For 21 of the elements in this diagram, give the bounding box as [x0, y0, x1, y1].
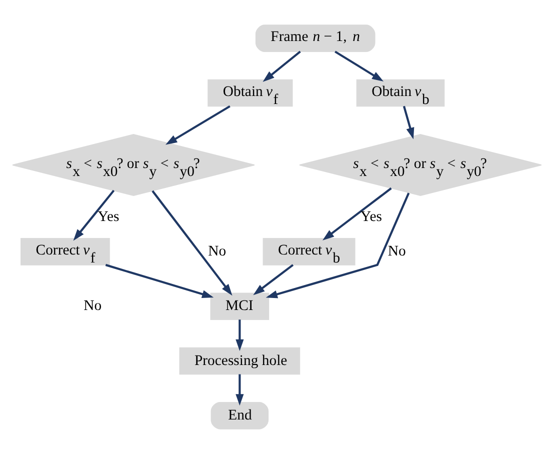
arrow — [105, 263, 214, 298]
label: No — [84, 298, 102, 314]
edge-label: No — [388, 243, 406, 260]
arrow — [73, 189, 115, 240]
node-box: End — [210, 402, 269, 429]
node-box: Frame n − 1, n — [255, 24, 376, 52]
edge-label: No — [208, 243, 226, 260]
arrow — [322, 186, 392, 240]
arrow — [334, 50, 384, 81]
edge-label: Yes — [98, 208, 120, 224]
node-box: Processing hole — [179, 346, 300, 374]
node-box: MCI — [210, 292, 270, 320]
arrow — [152, 190, 232, 296]
arrow — [236, 374, 244, 406]
arrow — [166, 104, 230, 144]
arrow — [253, 264, 294, 295]
arrow — [236, 319, 244, 351]
edge-label: Yes — [360, 208, 382, 224]
arrow — [266, 192, 410, 298]
arrow — [262, 50, 301, 82]
arrow — [402, 105, 414, 139]
